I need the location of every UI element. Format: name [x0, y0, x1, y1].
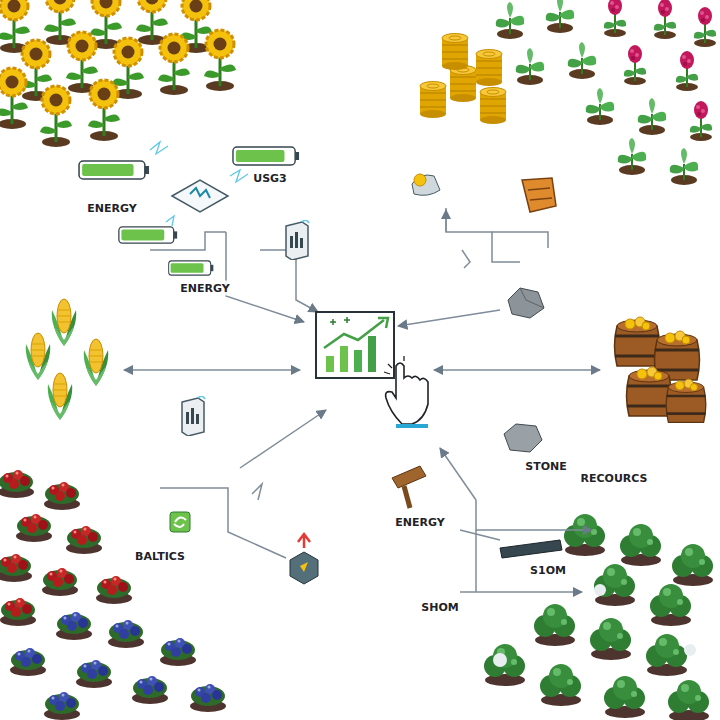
corn-plants: [26, 299, 109, 420]
connector-lines: [124, 208, 600, 592]
resource-label: STONE: [523, 459, 569, 474]
growth-chart-icon: [316, 312, 394, 378]
barrels: [615, 317, 706, 422]
berry-bushes: [0, 470, 226, 720]
resource-label: SHOM: [419, 600, 460, 615]
resource-label: ENERGY: [85, 201, 138, 216]
resource-label: BALTICS: [133, 549, 187, 564]
green-bushes: [484, 514, 713, 720]
server-icons: [182, 220, 309, 436]
resource-icons: [170, 174, 562, 584]
power-chip: [150, 142, 248, 226]
resource-label: S1OM: [528, 563, 568, 578]
resource-label: ENERGY: [393, 515, 446, 530]
resource-label: USG3: [251, 171, 289, 186]
berry-garden: [496, 0, 716, 185]
sunflower-field: [0, 0, 236, 147]
resource-label: RECOURCS: [578, 471, 649, 486]
coin-stacks: [420, 34, 506, 125]
resource-label: ENERGY: [178, 281, 231, 296]
hand-cursor: [384, 356, 428, 426]
energy-batteries: [79, 147, 299, 275]
